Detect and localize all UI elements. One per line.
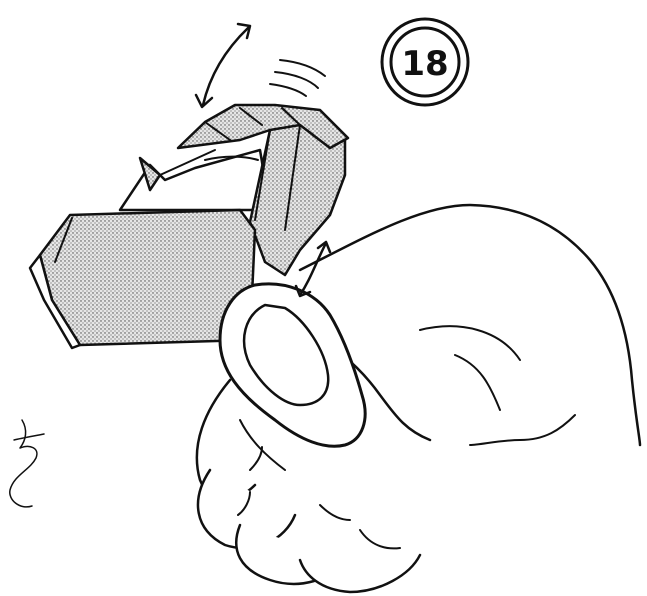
artist-signature: [9, 419, 45, 508]
origami-model: [28, 103, 350, 350]
motion-lines: [269, 59, 326, 97]
step-number: 18: [401, 44, 448, 84]
small-double-arrow: [294, 240, 332, 298]
thumb: [218, 282, 367, 471]
curved-double-arrow-top: [194, 22, 252, 109]
step-number-badge: 18: [380, 17, 470, 107]
